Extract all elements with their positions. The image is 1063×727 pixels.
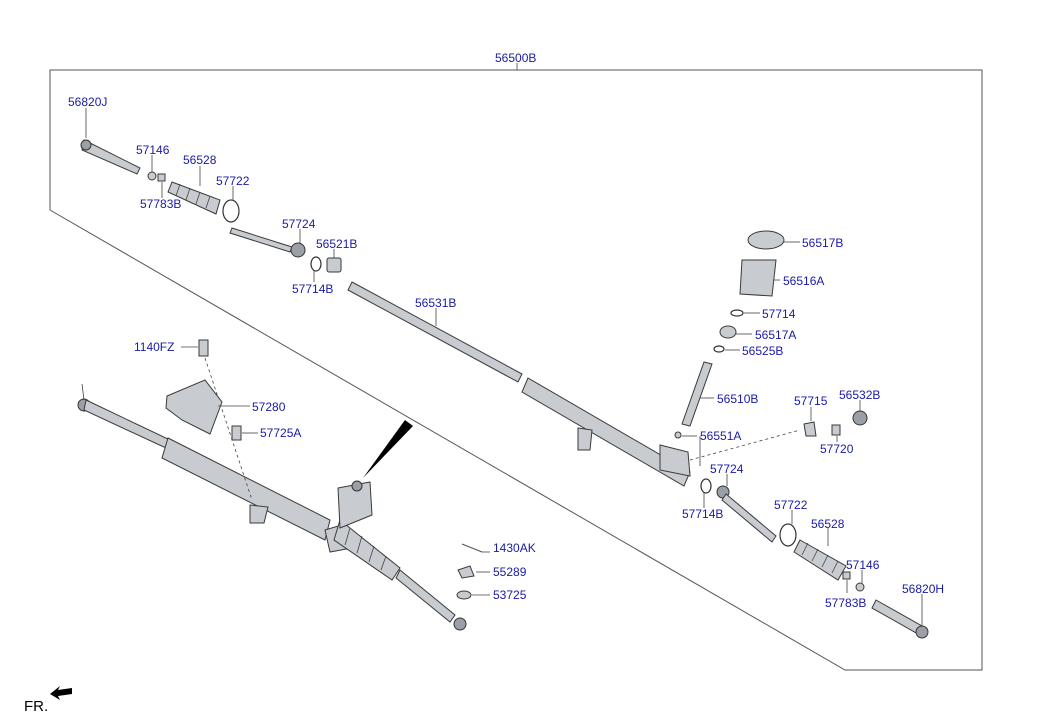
callout-57715[interactable]: 57715 bbox=[794, 394, 828, 408]
callout-57724-right[interactable]: 57724 bbox=[710, 462, 744, 476]
detail-pointer bbox=[363, 420, 413, 478]
bolt-1140FZ[interactable] bbox=[181, 339, 253, 501]
inner-tie-rod-57724-right[interactable] bbox=[716, 474, 777, 543]
boot-56516A[interactable] bbox=[739, 259, 780, 297]
ring-57722-right[interactable] bbox=[779, 510, 797, 547]
assembly-frame bbox=[49, 63, 983, 671]
callout-56517A[interactable]: 56517A bbox=[755, 328, 796, 342]
nut-57146-left[interactable] bbox=[147, 155, 157, 181]
plug-56532B[interactable] bbox=[852, 400, 868, 426]
ring-56525B[interactable] bbox=[713, 345, 740, 353]
seal-56517B[interactable] bbox=[747, 230, 800, 250]
callout-56531B[interactable]: 56531B bbox=[415, 296, 456, 310]
callout-57714[interactable]: 57714 bbox=[762, 307, 796, 321]
callout-57714B-right[interactable]: 57714B bbox=[682, 507, 723, 521]
callout-1430AK[interactable]: 1430AK bbox=[493, 541, 536, 555]
gear-housing[interactable] bbox=[521, 377, 701, 487]
callout-56532B[interactable]: 56532B bbox=[839, 388, 880, 402]
callout-56517B[interactable]: 56517B bbox=[802, 236, 843, 250]
ring-57714B-left[interactable] bbox=[310, 256, 322, 282]
assembly-label: 56500B bbox=[495, 51, 536, 65]
clip-57783B-right[interactable] bbox=[842, 571, 851, 593]
callout-57722-right[interactable]: 57722 bbox=[774, 498, 808, 512]
callout-57725A[interactable]: 57725A bbox=[260, 426, 301, 440]
callout-1140FZ[interactable]: 1140FZ bbox=[134, 340, 174, 354]
callout-57280[interactable]: 57280 bbox=[252, 400, 286, 414]
yoke-57715[interactable] bbox=[689, 407, 817, 461]
rack-bar-56531B[interactable] bbox=[347, 281, 523, 383]
nut-57146-right[interactable] bbox=[855, 570, 865, 592]
callout-57714B-left[interactable]: 57714B bbox=[292, 282, 333, 296]
callout-56528-left[interactable]: 56528 bbox=[183, 153, 217, 167]
nut-55289[interactable] bbox=[457, 565, 490, 579]
callout-57720[interactable]: 57720 bbox=[820, 442, 854, 456]
callout-56551A[interactable]: 56551A bbox=[700, 429, 741, 443]
callout-57146-right[interactable]: 57146 bbox=[846, 558, 880, 572]
callout-57783B-right[interactable]: 57783B bbox=[825, 596, 866, 610]
callout-53725[interactable]: 53725 bbox=[493, 588, 527, 602]
bolt-57725A[interactable] bbox=[231, 425, 258, 441]
ring-57714B-right[interactable] bbox=[700, 478, 712, 508]
callout-56510B[interactable]: 56510B bbox=[717, 392, 758, 406]
callout-56521B[interactable]: 56521B bbox=[316, 237, 357, 251]
callout-57724-left[interactable]: 57724 bbox=[282, 217, 316, 231]
clip-1430AK[interactable] bbox=[461, 543, 490, 553]
clip-57783B-left[interactable] bbox=[157, 173, 166, 198]
spring-57720[interactable] bbox=[831, 424, 841, 442]
ring-57714[interactable] bbox=[730, 309, 760, 317]
tie-rod-end-right[interactable] bbox=[871, 594, 929, 639]
pinion-56510B[interactable] bbox=[681, 361, 714, 427]
callout-56525B[interactable]: 56525B bbox=[742, 344, 783, 358]
ring-57722-left[interactable] bbox=[222, 186, 240, 223]
bushing-56521B[interactable] bbox=[326, 249, 342, 273]
boot-56528-right[interactable] bbox=[793, 528, 847, 581]
callout-57722-left[interactable]: 57722 bbox=[216, 174, 250, 188]
seal-56517A[interactable] bbox=[719, 325, 752, 339]
callout-56516A[interactable]: 56516A bbox=[783, 274, 824, 288]
callout-56820J[interactable]: 56820J bbox=[68, 95, 107, 109]
callout-57146-left[interactable]: 57146 bbox=[136, 143, 170, 157]
callout-57783B-left[interactable]: 57783B bbox=[140, 197, 181, 211]
callout-55289[interactable]: 55289 bbox=[493, 565, 527, 579]
callout-56528-right[interactable]: 56528 bbox=[811, 517, 845, 531]
washer-53725[interactable] bbox=[456, 590, 490, 600]
callout-56820H[interactable]: 56820H bbox=[902, 582, 944, 596]
assembled-steering-gear[interactable] bbox=[77, 383, 467, 631]
inner-tie-rod-57724-left[interactable] bbox=[229, 227, 306, 258]
front-orientation-label: FR. bbox=[24, 698, 48, 715]
front-direction-arrow-icon bbox=[50, 686, 72, 700]
boot-56528-left[interactable] bbox=[167, 166, 221, 215]
plug-56551A[interactable] bbox=[674, 431, 697, 439]
heat-shield-57280[interactable] bbox=[165, 379, 250, 435]
tie-rod-end-left[interactable] bbox=[80, 108, 141, 175]
